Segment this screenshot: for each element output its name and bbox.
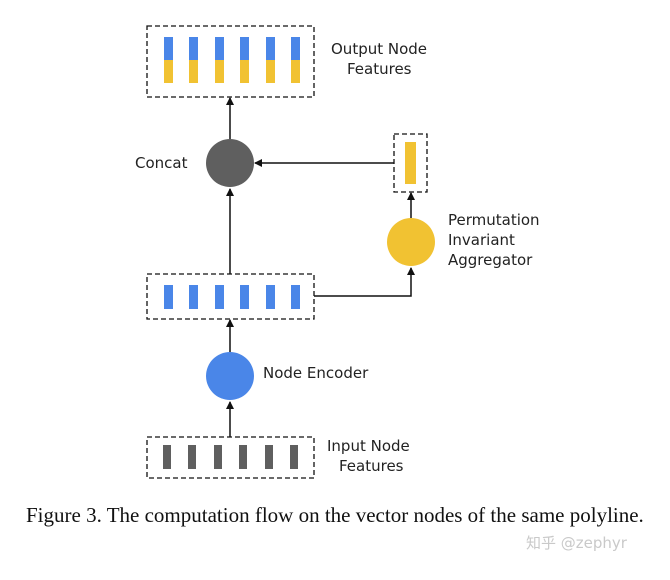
aggregator-node xyxy=(387,218,435,266)
watermark: 知乎 @zephyr xyxy=(526,534,627,552)
encoded-bar-blue xyxy=(215,285,224,309)
encoded-node-features-box xyxy=(146,273,315,320)
output-node-features-box xyxy=(146,25,315,98)
encoded-bar-blue xyxy=(189,285,198,309)
output-bar-blue xyxy=(240,37,249,60)
output-bar-blue xyxy=(189,37,198,60)
output-bar-yellow xyxy=(240,60,249,83)
output-bar-blue xyxy=(215,37,224,60)
aggregator-label-line-2: Invariant xyxy=(448,231,515,249)
concat-label: Concat xyxy=(135,154,188,172)
encoded-bar-blue xyxy=(291,285,300,309)
arrow-features-to-aggregator xyxy=(314,267,415,297)
output-bar-yellow xyxy=(189,60,198,83)
output-bar-yellow xyxy=(266,60,275,83)
output-bar-yellow xyxy=(215,60,224,83)
output-label-line-2: Features xyxy=(347,60,412,78)
input-label-line-1: Input Node xyxy=(327,437,410,455)
input-node-features-label: Input Node Features xyxy=(327,437,415,475)
node-encoder-node xyxy=(206,352,254,400)
aggregator-label-line-3: Aggregator xyxy=(448,251,533,269)
flow-arrows xyxy=(226,97,415,437)
input-bar-gray xyxy=(239,445,247,469)
node-encoder-label: Node Encoder xyxy=(263,364,369,382)
input-node-features-box xyxy=(146,436,315,479)
output-bar-yellow xyxy=(164,60,173,83)
input-bar-gray xyxy=(214,445,222,469)
input-bar-gray xyxy=(188,445,196,469)
aggregated-bar-yellow xyxy=(405,142,416,184)
output-label-line-1: Output Node xyxy=(331,40,427,58)
aggregator-label: Permutation Invariant Aggregator xyxy=(448,211,544,269)
input-label-line-2: Features xyxy=(339,457,404,475)
encoded-bar-blue xyxy=(164,285,173,309)
output-bar-blue xyxy=(266,37,275,60)
concat-node xyxy=(206,139,254,187)
output-node-features-label: Output Node Features xyxy=(331,40,432,78)
aggregator-label-line-1: Permutation xyxy=(448,211,540,229)
input-bar-gray xyxy=(163,445,171,469)
encoded-bar-blue xyxy=(266,285,275,309)
output-bar-blue xyxy=(164,37,173,60)
computation-flow-diagram: Output Node Features Concat Permutation … xyxy=(135,25,544,479)
output-bar-yellow xyxy=(291,60,300,83)
input-bar-gray xyxy=(265,445,273,469)
output-bar-blue xyxy=(291,37,300,60)
output-feature-bars xyxy=(164,37,300,83)
figure-caption: Figure 3. The computation flow on the ve… xyxy=(26,503,644,527)
encoded-bar-blue xyxy=(240,285,249,309)
aggregated-feature-box xyxy=(393,133,428,193)
input-bar-gray xyxy=(290,445,298,469)
